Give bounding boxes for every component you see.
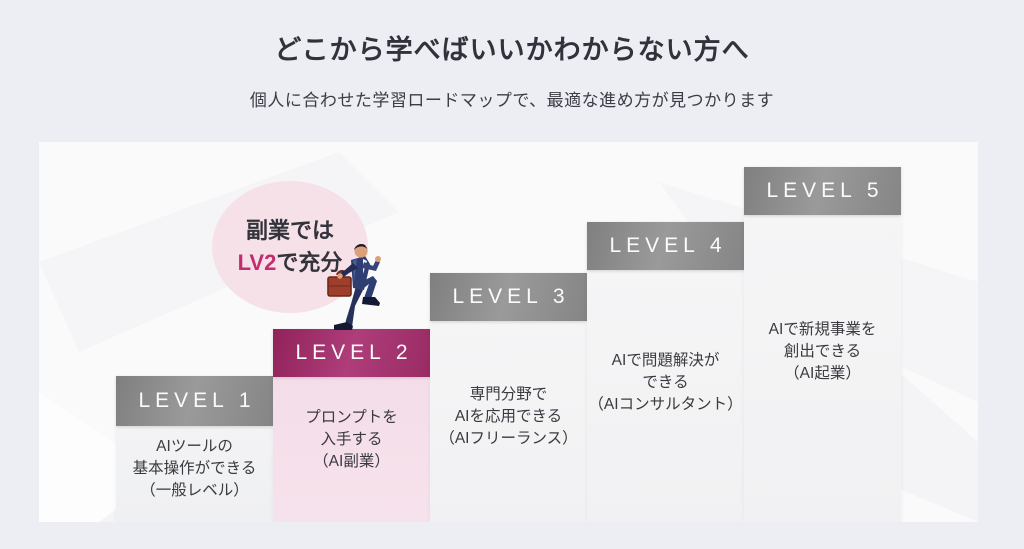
- callout-line-2: LV2で充分: [238, 247, 343, 279]
- level-4-header: LEVEL 4: [587, 222, 744, 270]
- level-1-body: [116, 426, 273, 522]
- businessman-climbing-icon: [327, 244, 381, 330]
- level-4-label: LEVEL 4: [609, 234, 727, 257]
- callout-line-2-rest: で充分: [276, 250, 343, 275]
- level-5-body: [744, 215, 901, 522]
- level-3-label: LEVEL 3: [452, 285, 570, 308]
- level-2-header: LEVEL 2: [273, 329, 430, 377]
- level-4-description: AIで問題解決が できる （AIコンサルタント）: [588, 352, 743, 413]
- section-subtitle: 個人に合わせた学習ロードマップで、最適な進め方が見つかります: [249, 91, 775, 110]
- level-2-body: [273, 377, 430, 522]
- callout-highlight: LV2: [237, 250, 277, 275]
- level-3-column: LEVEL 3 専門分野で AIを応用できる （AIフリーランス）: [430, 273, 587, 522]
- level-5-label: LEVEL 5: [766, 179, 884, 202]
- level-5-description: AIで新規事業を 創出できる （AI起業）: [768, 321, 877, 382]
- level-5-header: LEVEL 5: [744, 167, 901, 215]
- roadmap-illustration: 副業では LV2で充分 LEVEL 1 AIツールの 基本操作ができる （一般レ…: [39, 142, 978, 522]
- level-1-description: AIツールの 基本操作ができる （一般レベル）: [132, 438, 257, 499]
- section-title: どこから学べばいいかわからない方へ: [274, 35, 750, 65]
- level-1-label: LEVEL 1: [138, 389, 256, 412]
- level-2-column: LEVEL 2 プロンプトを 入手する （AI副業）: [273, 329, 430, 522]
- level-3-description: 専門分野で AIを応用できる （AIフリーランス）: [439, 386, 578, 447]
- level-1-header: LEVEL 1: [116, 376, 273, 426]
- level-2-description: プロンプトを 入手する （AI副業）: [305, 409, 398, 470]
- level-5-column: LEVEL 5 AIで新規事業を 創出できる （AI起業）: [744, 167, 901, 522]
- level-1-column: LEVEL 1 AIツールの 基本操作ができる （一般レベル）: [116, 376, 273, 522]
- level-3-body: [430, 321, 587, 522]
- level-4-body: [587, 270, 744, 522]
- level-4-column: LEVEL 4 AIで問題解決が できる （AIコンサルタント）: [587, 222, 744, 522]
- level-2-label: LEVEL 2: [295, 341, 413, 364]
- level-3-header: LEVEL 3: [430, 273, 587, 321]
- callout-line-1: 副業では: [245, 218, 334, 244]
